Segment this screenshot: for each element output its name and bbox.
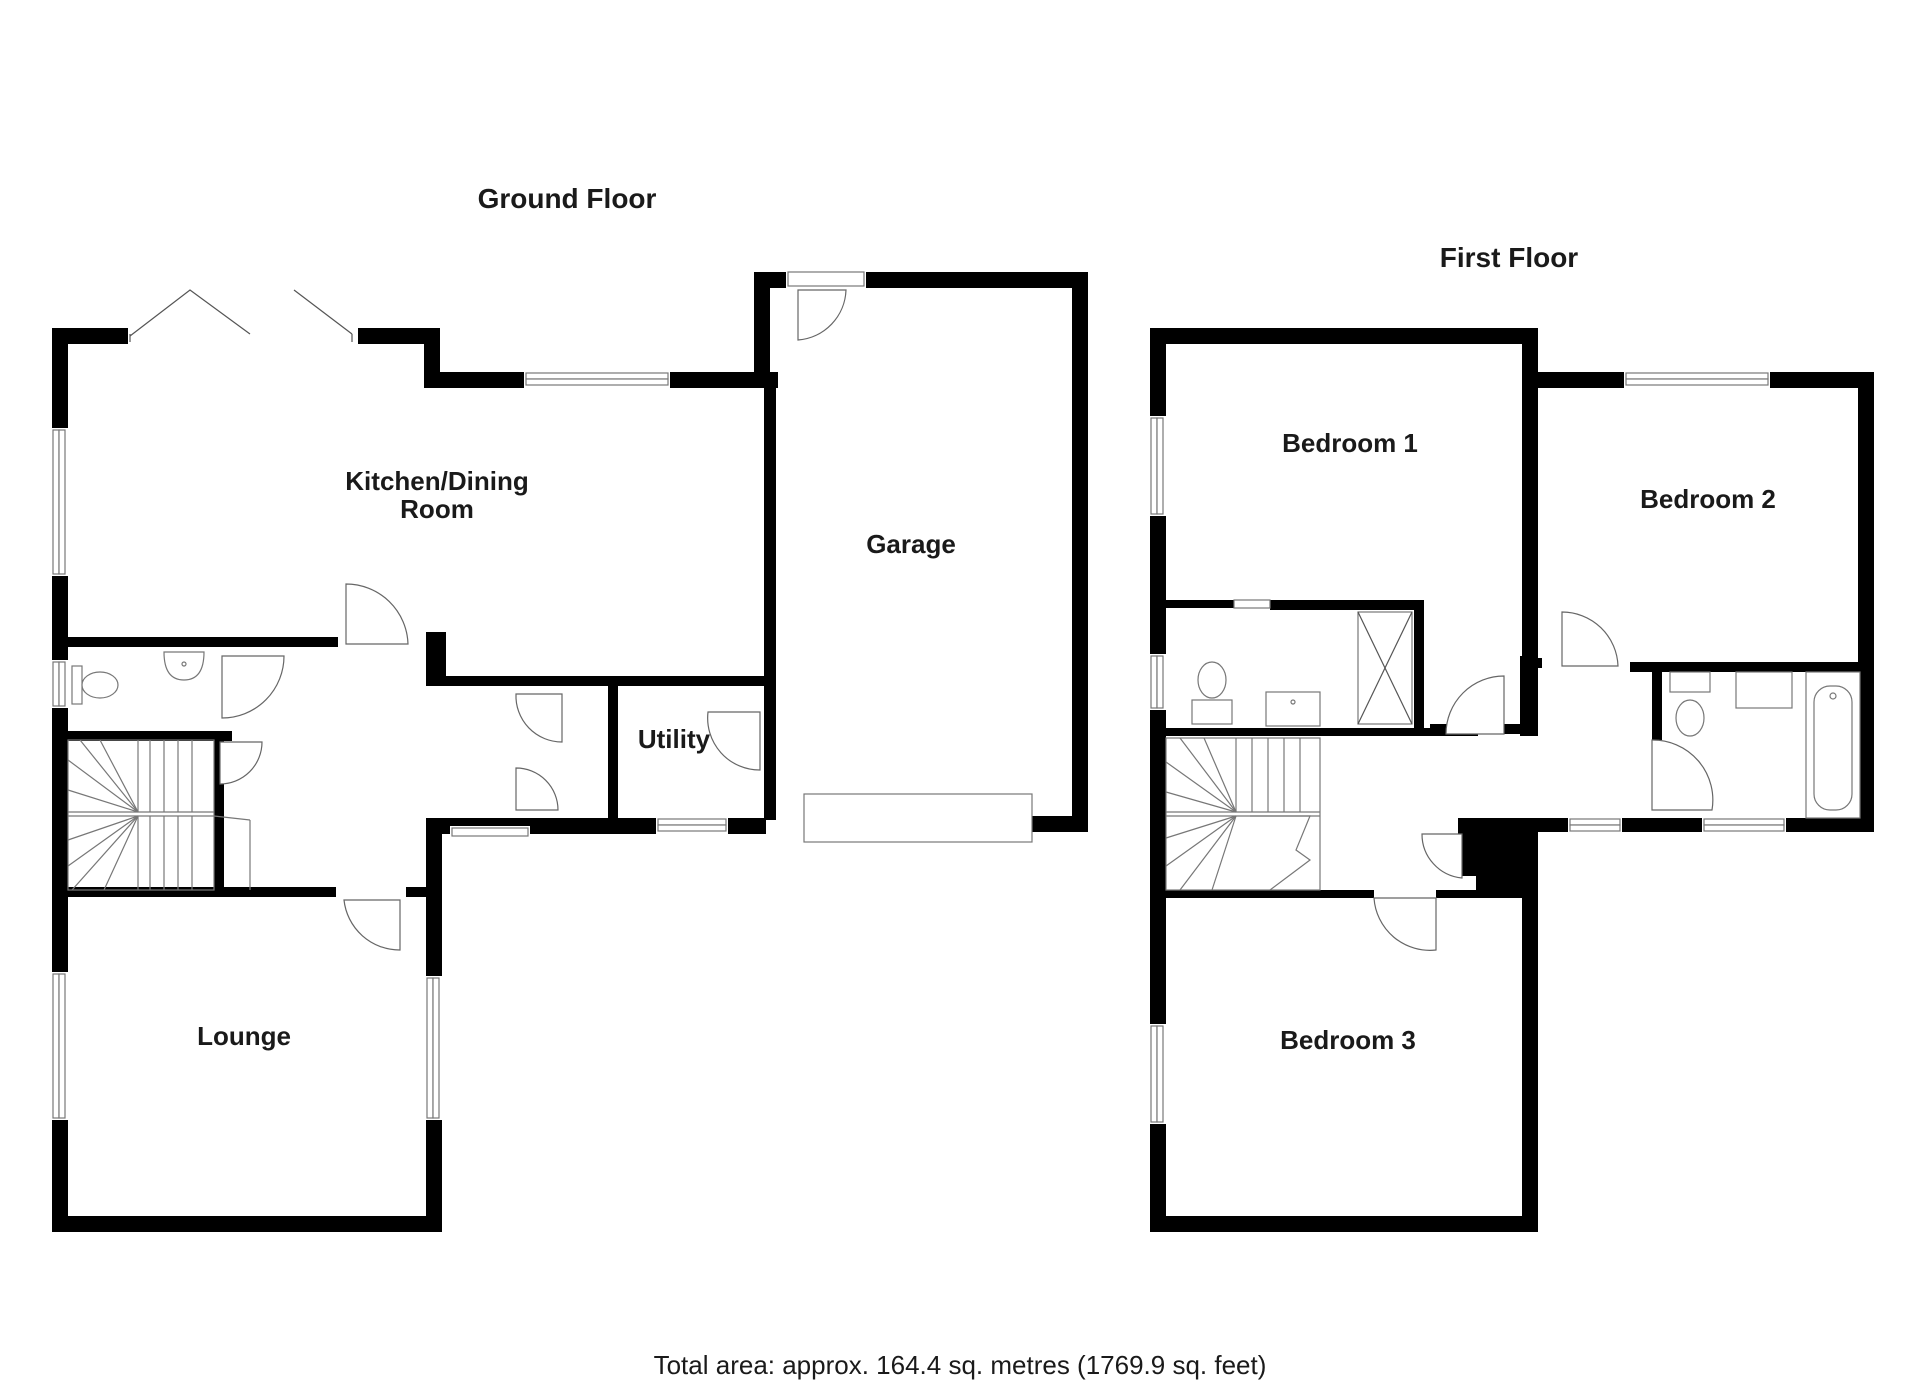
ground-floor-plan: Ground Floor (50, 183, 1088, 1232)
ground-floor-windows (50, 270, 1033, 1120)
room-label-bedroom-3: Bedroom 3 (1280, 1025, 1416, 1055)
room-label-garage: Garage (866, 529, 956, 559)
first-floor-doors (1373, 611, 1714, 951)
ground-floor-walls (52, 272, 1088, 1232)
first-floor-title: First Floor (1440, 242, 1579, 273)
room-label-kitchen-dining: Kitchen/Dining (345, 466, 528, 496)
room-label-utility: Utility (638, 724, 711, 754)
room-label-kitchen-dining-line2: Room (400, 494, 474, 524)
first-floor-walls (1150, 328, 1874, 1232)
first-floor-plan: First Floor (1148, 242, 1874, 1232)
ground-floor-doors (219, 289, 847, 951)
ground-floor-stairs (67, 739, 251, 891)
total-area-caption: Total area: approx. 164.4 sq. metres (17… (654, 1350, 1267, 1380)
room-label-bedroom-1: Bedroom 1 (1282, 428, 1418, 458)
first-floor-en-suite (1191, 611, 1413, 727)
room-label-bedroom-2: Bedroom 2 (1640, 484, 1776, 514)
ground-floor-title: Ground Floor (478, 183, 657, 214)
first-floor-windows (1148, 370, 1786, 1124)
room-label-lounge: Lounge (197, 1021, 291, 1051)
first-floor-bathroom (1669, 671, 1861, 819)
bifold-doors (129, 289, 353, 342)
first-floor-stairs (1165, 737, 1321, 891)
ground-floor-wc (71, 651, 205, 705)
